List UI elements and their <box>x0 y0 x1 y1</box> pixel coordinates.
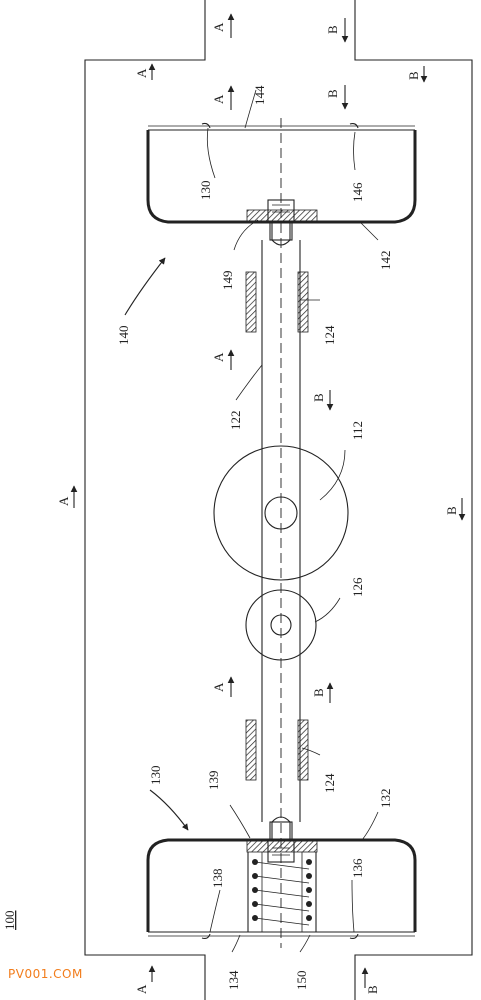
flow-label-b: B <box>325 89 340 98</box>
ref-136: 136 <box>350 858 365 878</box>
ref-150: 150 <box>294 971 309 991</box>
shaft <box>245 118 309 948</box>
ref-132: 132 <box>378 789 393 809</box>
flow-labels: A A A B B B A B A B A B A B <box>56 22 459 994</box>
flow-label-b: B <box>325 25 340 34</box>
ref-138: 138 <box>210 869 225 889</box>
ref-126: 126 <box>350 577 365 597</box>
reference-numerals: 144 130 146 142 149 140 124 122 112 126 … <box>2 85 393 990</box>
flow-label-a: A <box>134 68 149 78</box>
gear-112 <box>213 445 349 581</box>
ref-146: 146 <box>350 182 365 202</box>
ref-139: 139 <box>206 771 221 791</box>
flow-label-b: B <box>406 71 421 80</box>
flow-label-b: B <box>311 688 326 697</box>
ref-130-bottom: 130 <box>148 766 163 786</box>
watermark: PV001.COM <box>8 967 83 981</box>
bottom-cup <box>146 821 417 940</box>
flow-label-b: B <box>311 393 326 402</box>
flow-arrows <box>70 13 466 988</box>
ref-142: 142 <box>378 251 393 271</box>
flow-label-a: A <box>211 682 226 692</box>
leader-lines <box>124 89 379 953</box>
top-cup <box>146 122 417 241</box>
ref-134: 134 <box>226 970 241 990</box>
flow-label-a: A <box>211 352 226 362</box>
ref-122: 122 <box>228 411 243 431</box>
ref-130-top: 130 <box>198 181 213 201</box>
ref-144: 144 <box>252 85 267 105</box>
ref-149: 149 <box>220 271 235 291</box>
spring-coils <box>252 859 312 926</box>
flow-label-a: A <box>211 22 226 32</box>
ref-124-bottom: 124 <box>322 773 337 793</box>
flow-label-a: A <box>56 496 71 506</box>
flow-label-b: B <box>444 506 459 515</box>
ref-112: 112 <box>350 421 365 440</box>
flow-label-b: B <box>365 985 380 994</box>
gear-126 <box>245 589 317 661</box>
housing-outline <box>84 0 473 1000</box>
ref-124-top: 124 <box>322 325 337 345</box>
ref-140: 140 <box>116 326 131 346</box>
flow-label-a: A <box>134 984 149 994</box>
flow-label-a: A <box>211 94 226 104</box>
ref-100: 100 <box>2 911 17 931</box>
